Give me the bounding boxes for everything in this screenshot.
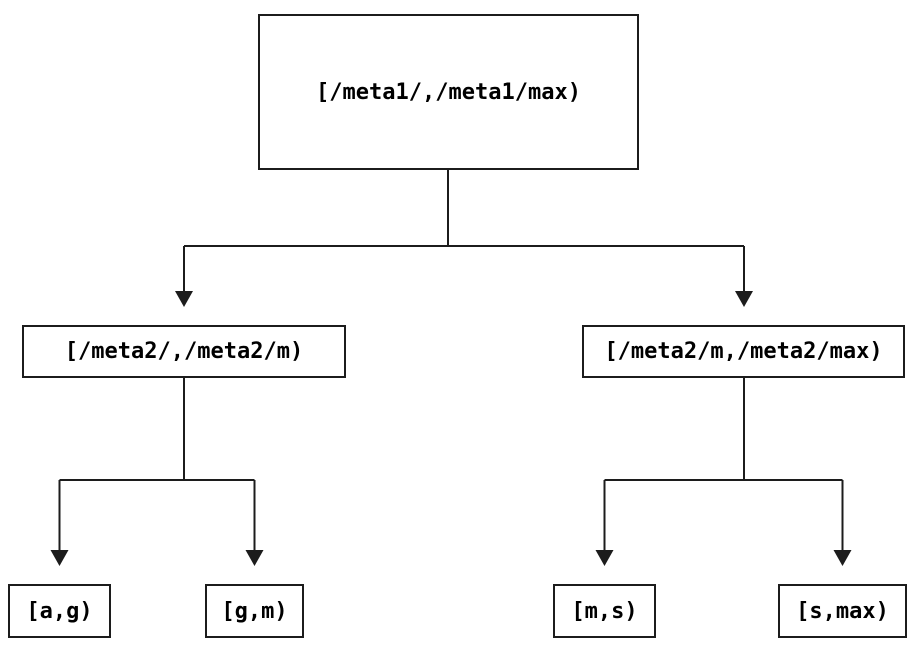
- node-leaf-ms: [m,s): [553, 584, 656, 638]
- arrow-down-icon: [175, 291, 193, 307]
- arrow-down-icon: [833, 550, 852, 566]
- node-leaf-gm: [g,m): [205, 584, 304, 638]
- node-leaf-ms-label: [m,s): [571, 598, 638, 624]
- arrow-down-icon: [50, 550, 69, 566]
- node-root-label: [/meta1/,/meta1/max): [316, 79, 581, 105]
- node-leaf-ag-label: [a,g): [26, 598, 93, 624]
- node-meta2-right-label: [/meta2/m,/meta2/max): [604, 339, 883, 364]
- node-root: [/meta1/,/meta1/max): [258, 14, 639, 170]
- arrow-down-icon: [595, 550, 614, 566]
- node-leaf-smax: [s,max): [778, 584, 907, 638]
- node-leaf-smax-label: [s,max): [796, 598, 889, 624]
- node-leaf-ag: [a,g): [8, 584, 111, 638]
- arrow-down-icon: [245, 550, 264, 566]
- node-leaf-gm-label: [g,m): [221, 598, 288, 624]
- arrow-down-icon: [735, 291, 753, 307]
- node-meta2-left: [/meta2/,/meta2/m): [22, 325, 346, 378]
- node-meta2-right: [/meta2/m,/meta2/max): [582, 325, 905, 378]
- node-meta2-left-label: [/meta2/,/meta2/m): [64, 339, 304, 364]
- edge-lines: [58, 170, 844, 551]
- arrowheads: [50, 291, 852, 566]
